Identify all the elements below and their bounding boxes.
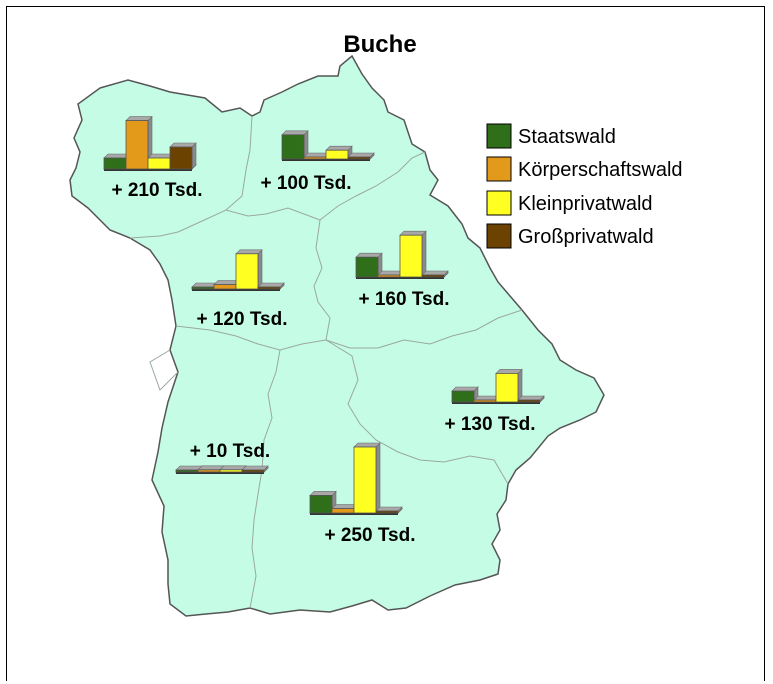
bar-oberbayern-kleinprivatwald [353, 446, 377, 514]
bar-niederbayern-großprivatwald [517, 399, 541, 403]
bar-top-mittelfranken-3 [257, 282, 285, 288]
bar-mittelfranken-staatswald [191, 286, 215, 290]
bar-top-oberpfalz-3 [421, 270, 449, 276]
bar-top-schwaben-1 [197, 465, 225, 471]
legend-label-staatswald: Staatswald [518, 126, 616, 148]
border-mittelfranken-schwaben [175, 325, 327, 351]
region-label-schwaben: + 10 Tsd. [190, 441, 270, 462]
chart-baseline-oberfranken [282, 159, 370, 161]
border-mittelfranken-oberpfalz [313, 219, 331, 341]
bar-top-unterfranken-1 [125, 116, 153, 121]
chart-baseline-niederbayern [452, 402, 540, 404]
border-northwest-small [149, 349, 179, 391]
legend-label-kleinprivatwald: Kleinprivatwald [518, 193, 653, 215]
region-label-niederbayern: + 130 Tsd. [444, 414, 535, 435]
legend-swatch-staatswald [486, 123, 512, 149]
legend: Staatswald Körperschaftswald Kleinprivat… [486, 123, 683, 249]
bar-schwaben-kleinprivatwald [219, 469, 243, 473]
bar-top-oberfranken-2 [325, 145, 353, 151]
region-chart-niederbayern [451, 368, 545, 404]
bar-side-oberpfalz-2 [421, 230, 427, 278]
bar-top-schwaben-2 [219, 465, 247, 471]
bar-top-oberpfalz-0 [355, 252, 383, 258]
bar-niederbayern-kleinprivatwald [495, 372, 519, 403]
bar-side-unterfranken-3 [191, 142, 197, 170]
region-label-oberpfalz: + 160 Tsd. [358, 289, 449, 310]
bar-top-oberfranken-3 [347, 152, 375, 158]
border-oberbayern-niederbayern [325, 339, 509, 485]
bar-oberfranken-kleinprivatwald [325, 149, 349, 160]
bavaria-outline [69, 54, 605, 617]
chart-baseline-mittelfranken [192, 289, 280, 291]
bar-oberpfalz-kleinprivatwald [399, 234, 423, 278]
bar-mittelfranken-großprivatwald [257, 286, 281, 290]
border-oberpfalz-niederbayern [325, 309, 523, 349]
region-chart-oberfranken [281, 130, 375, 161]
border-unterfranken-oberfranken [225, 115, 253, 211]
bar-oberbayern-großprivatwald [375, 510, 399, 514]
bar-top-oberbayern-3 [375, 506, 403, 512]
chart-baseline-unterfranken [104, 169, 192, 171]
region-labels: + 210 Tsd. + 100 Tsd. + 120 Tsd. + 160 T… [111, 173, 535, 546]
chart-baseline-schwaben [176, 472, 264, 474]
regional-charts [103, 115, 545, 515]
bar-oberfranken-körperschaftswald [303, 156, 327, 160]
bar-niederbayern-körperschaftswald [473, 399, 497, 403]
region-label-mittelfranken: + 120 Tsd. [196, 309, 287, 330]
bar-side-oberbayern-2 [375, 442, 381, 514]
bar-top-schwaben-3 [241, 465, 269, 471]
bar-top-oberbayern-0 [309, 491, 337, 496]
bar-oberbayern-körperschaftswald [331, 508, 355, 514]
bar-niederbayern-staatswald [451, 390, 475, 403]
bar-schwaben-staatswald [175, 469, 199, 473]
bar-unterfranken-körperschaftswald [125, 120, 149, 170]
bar-oberpfalz-staatswald [355, 256, 379, 278]
bar-oberpfalz-körperschaftswald [377, 274, 401, 278]
legend-label-grossprivatwald: Großprivatwald [518, 226, 654, 248]
legend-swatch-grossprivatwald [486, 223, 512, 249]
bar-top-unterfranken-3 [169, 142, 197, 148]
region-chart-unterfranken [103, 115, 197, 171]
region-label-oberfranken: + 100 Tsd. [260, 173, 351, 194]
bar-top-niederbayern-0 [451, 386, 479, 392]
legend-label-koerperschaftswald: Körperschaftswald [518, 159, 683, 181]
bar-side-mittelfranken-2 [257, 249, 263, 290]
bar-top-oberfranken-0 [281, 130, 309, 136]
bar-top-oberpfalz-2 [399, 230, 427, 236]
legend-swatch-koerperschaftswald [486, 156, 512, 182]
bar-unterfranken-großprivatwald [169, 146, 193, 170]
bar-top-mittelfranken-2 [235, 249, 263, 255]
bar-unterfranken-kleinprivatwald [147, 157, 171, 170]
bar-oberfranken-großprivatwald [347, 156, 371, 160]
chart-baseline-oberpfalz [356, 277, 444, 279]
bar-top-niederbayern-2 [495, 369, 523, 374]
region-chart-mittelfranken [191, 249, 285, 291]
chart-baseline-oberbayern [310, 513, 398, 515]
border-unterfranken-mittelfranken [129, 209, 267, 239]
region-label-unterfranken: + 210 Tsd. [111, 180, 202, 201]
border-oberfranken-oberpfalz [319, 151, 426, 221]
bar-oberpfalz-großprivatwald [421, 274, 445, 278]
legend-swatch-kleinprivatwald [486, 190, 512, 216]
region-chart-oberpfalz [355, 230, 449, 279]
bar-schwaben-großprivatwald [241, 469, 265, 473]
region-label-oberbayern: + 250 Tsd. [324, 525, 415, 546]
bar-schwaben-körperschaftswald [197, 469, 221, 473]
map-title: Buche [343, 31, 416, 58]
bar-mittelfranken-kleinprivatwald [235, 253, 259, 290]
bar-oberfranken-staatswald [281, 134, 305, 160]
region-chart-schwaben [175, 465, 269, 474]
bar-unterfranken-staatswald [103, 157, 127, 170]
bar-mittelfranken-körperschaftswald [213, 284, 237, 290]
border-oberfranken-mittelfranken [265, 207, 321, 221]
region-chart-oberbayern [309, 442, 403, 515]
bar-oberbayern-staatswald [309, 494, 333, 514]
bar-top-niederbayern-3 [517, 395, 545, 401]
bar-top-oberbayern-2 [353, 442, 381, 448]
